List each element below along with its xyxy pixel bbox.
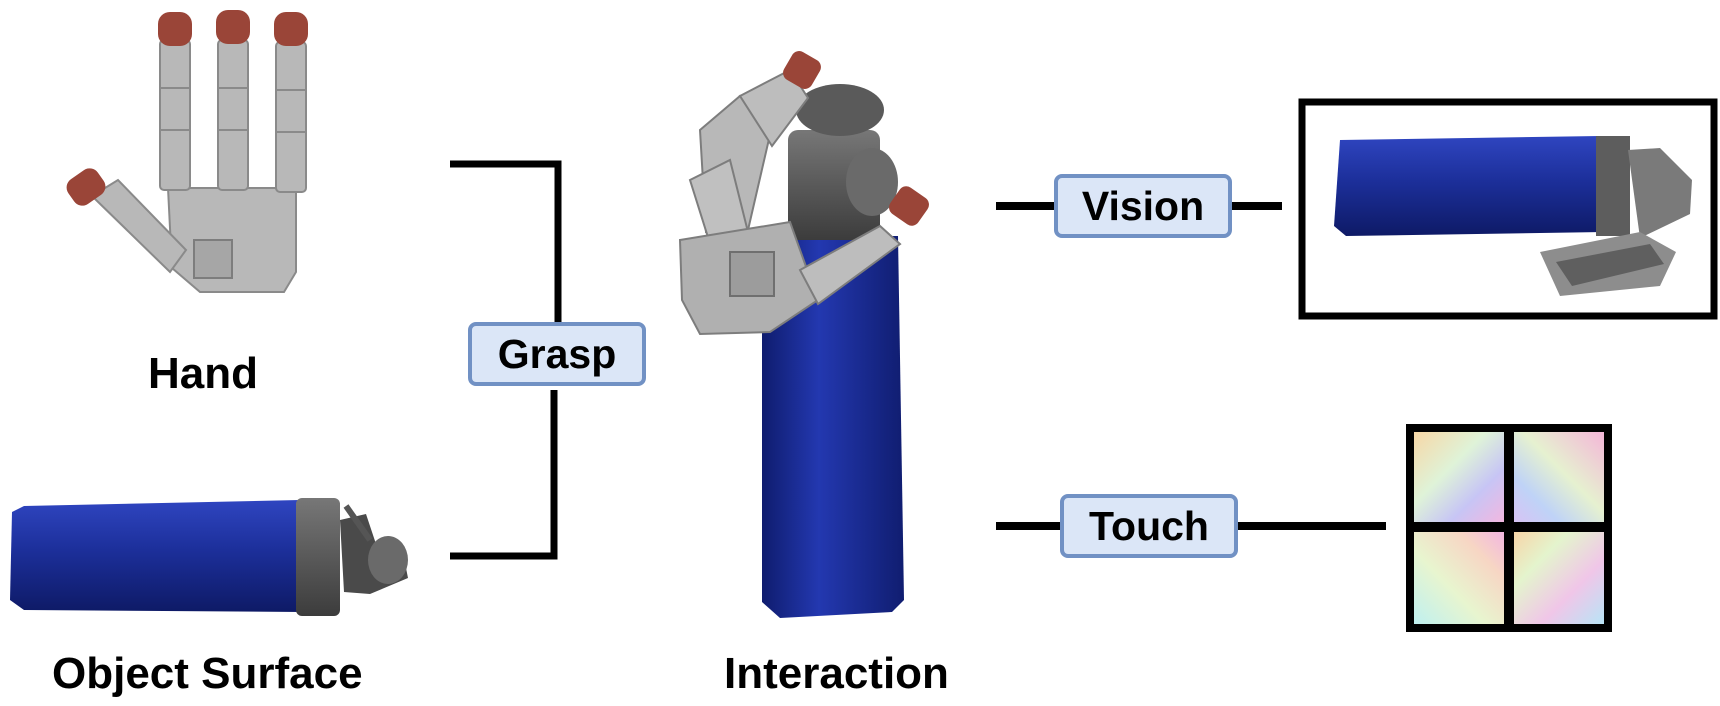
touch-tactile-grid: [1406, 424, 1612, 632]
vision-tag: Vision: [1054, 174, 1232, 238]
object-surface-caption: Object Surface: [52, 649, 363, 698]
object-surface-bottle: [10, 498, 408, 616]
grasp-tag: Grasp: [468, 322, 646, 386]
vision-output-frame: [1298, 98, 1718, 320]
interaction-illustration: [678, 51, 929, 618]
hand-caption: Hand: [148, 349, 258, 398]
interaction-caption: Interaction: [724, 649, 949, 698]
touch-tag: Touch: [1060, 494, 1238, 558]
robot-hand-illustration: [66, 10, 308, 293]
grasp-bracket: [450, 160, 562, 560]
